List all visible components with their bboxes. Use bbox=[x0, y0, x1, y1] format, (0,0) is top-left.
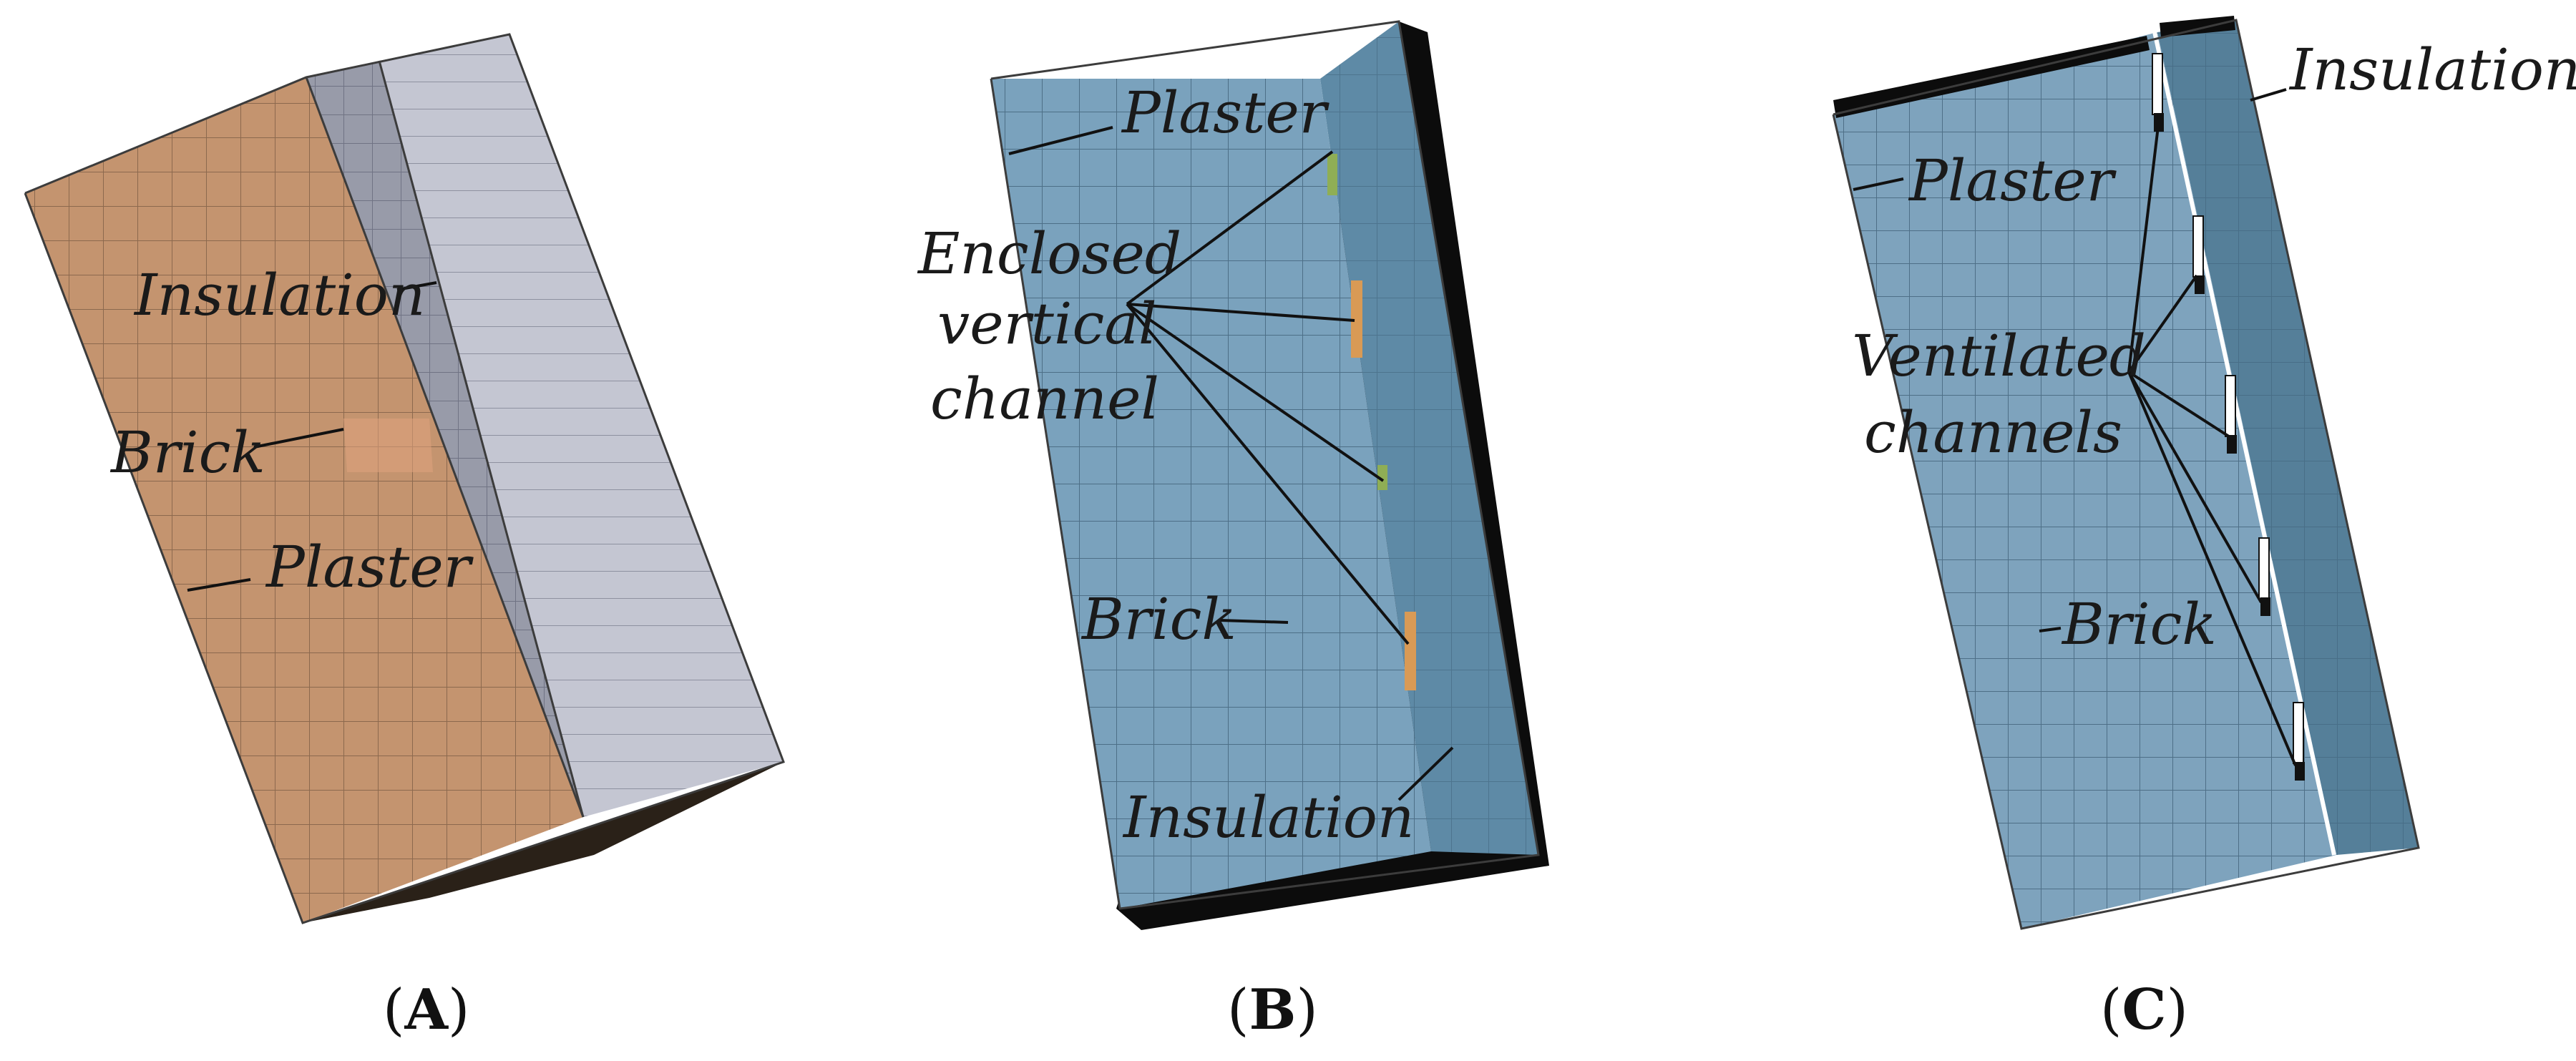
panel-c-channel-2-base bbox=[2195, 275, 2205, 294]
panel-b-model bbox=[990, 20, 1549, 930]
panel-b: Plaster Enclosed vertical channel Brick … bbox=[917, 20, 1549, 1042]
panel-c-channel-5 bbox=[2293, 702, 2304, 764]
caption-c-close: ) bbox=[2167, 978, 2188, 1042]
panel-a-plaster-label: Plaster bbox=[265, 534, 474, 600]
panel-b-caption: (B) bbox=[1227, 977, 1318, 1042]
panel-b-channel-2 bbox=[1351, 280, 1362, 358]
panel-b-channel-pointer-1 bbox=[1126, 150, 1334, 305]
caption-b-close: ) bbox=[1296, 978, 1317, 1042]
panel-c-channel-pointer-3 bbox=[2127, 371, 2230, 438]
panel-c-channel-pointer-4 bbox=[2127, 371, 2263, 603]
panel-c-channel-2 bbox=[2192, 215, 2204, 278]
panel-a-insulation-label: Insulation bbox=[133, 262, 425, 328]
panel-c-channel-4 bbox=[2258, 537, 2270, 600]
panel-c-insulation-pointer bbox=[2250, 88, 2287, 102]
panel-c-insulation-grid bbox=[2157, 20, 2419, 855]
panel-b-plaster-pointer bbox=[1008, 126, 1113, 155]
panel-c-channels-label-2: channels bbox=[1864, 399, 2122, 466]
panel-b-front-grid bbox=[991, 79, 1431, 909]
panel-b-channel-label-3: channel bbox=[930, 366, 1159, 432]
panel-c-channel-1 bbox=[2152, 53, 2163, 115]
panel-b-brick-pointer bbox=[1219, 619, 1289, 624]
panel-b-channel-3 bbox=[1377, 465, 1387, 490]
panel-a-plaster-grid bbox=[25, 77, 583, 923]
panel-b-insulation-grid bbox=[1320, 21, 1538, 855]
panel-a-seam-2 bbox=[378, 60, 585, 818]
panel-b-channel-pointer-4 bbox=[1126, 303, 1410, 645]
panel-a-plaster-pointer bbox=[187, 578, 251, 592]
panel-a-brick-highlight bbox=[343, 419, 433, 472]
panel-c-front-grid bbox=[1833, 32, 2336, 929]
panel-a-outline bbox=[24, 33, 785, 924]
panel-c-plaster-pointer bbox=[1853, 177, 1904, 191]
panel-c-plaster-label: Plaster bbox=[1908, 147, 2117, 214]
caption-b-open: ( bbox=[1227, 978, 1249, 1042]
panel-b-channel-pointer-3 bbox=[1126, 303, 1385, 482]
caption-a-open: ( bbox=[383, 978, 404, 1042]
panel-b-plaster-label: Plaster bbox=[1121, 79, 1330, 146]
panel-c-channel-pointer-2 bbox=[2127, 274, 2198, 373]
panel-c-channel-pointer-1 bbox=[2127, 114, 2161, 373]
panel-b-channel-1 bbox=[1327, 154, 1337, 195]
panel-a: Insulation Brick Plaster (A) bbox=[24, 33, 785, 1042]
panel-c-model bbox=[1832, 16, 2420, 930]
panel-c-insulation-label: Insulation bbox=[2288, 36, 2576, 103]
panel-a-brick-label: Brick bbox=[109, 419, 265, 486]
caption-a-letter: A bbox=[404, 977, 449, 1042]
caption-c-open: ( bbox=[2100, 978, 2122, 1042]
panel-c-caption: (C) bbox=[2100, 977, 2188, 1042]
panel-c-outline bbox=[1832, 19, 2420, 930]
panel-b-channel-pointer-2 bbox=[1126, 303, 1355, 322]
panel-b-channel-label-2: vertical bbox=[937, 290, 1157, 357]
panel-a-brick-pointer bbox=[253, 428, 344, 449]
panel-a-insulation-stripes bbox=[379, 34, 784, 817]
panel-b-channel-label-1: Enclosed bbox=[917, 220, 1181, 287]
panel-a-insulation-pointer bbox=[396, 281, 437, 291]
panel-b-insulation-pointer bbox=[1397, 746, 1454, 801]
caption-b-letter: B bbox=[1249, 977, 1296, 1042]
panel-b-outline bbox=[990, 20, 1540, 910]
caption-c-letter: C bbox=[2122, 977, 2166, 1042]
panel-b-channel-4 bbox=[1405, 612, 1416, 690]
panel-b-brick-label: Brick bbox=[1080, 586, 1236, 652]
panel-c-channel-pointers bbox=[2127, 114, 2297, 766]
panel-a-model bbox=[24, 33, 785, 924]
panel-a-caption: (A) bbox=[383, 977, 469, 1042]
panel-b-insulation-label: Insulation bbox=[1122, 784, 1414, 851]
panel-c-channel-3-base bbox=[2227, 435, 2237, 454]
panel-c: Insulation Plaster Ventilated channels B… bbox=[1832, 16, 2576, 1042]
panel-c-channel-3 bbox=[2225, 375, 2236, 437]
panel-a-seam-1 bbox=[305, 77, 585, 818]
panel-c-brick-pointer bbox=[2039, 627, 2062, 632]
panel-c-top-band-right bbox=[2160, 16, 2235, 37]
panel-c-channels-label-1: Ventilated bbox=[1852, 323, 2146, 389]
panel-c-channel-5-base bbox=[2295, 762, 2305, 781]
panel-c-channels bbox=[2152, 53, 2305, 781]
panel-b-channel-pointers bbox=[1126, 150, 1410, 645]
panel-c-channel-4-base bbox=[2260, 597, 2270, 616]
panel-c-channel-pointer-5 bbox=[2127, 371, 2297, 766]
caption-a-close: ) bbox=[448, 978, 469, 1042]
panel-c-brick-label: Brick bbox=[2061, 591, 2217, 657]
